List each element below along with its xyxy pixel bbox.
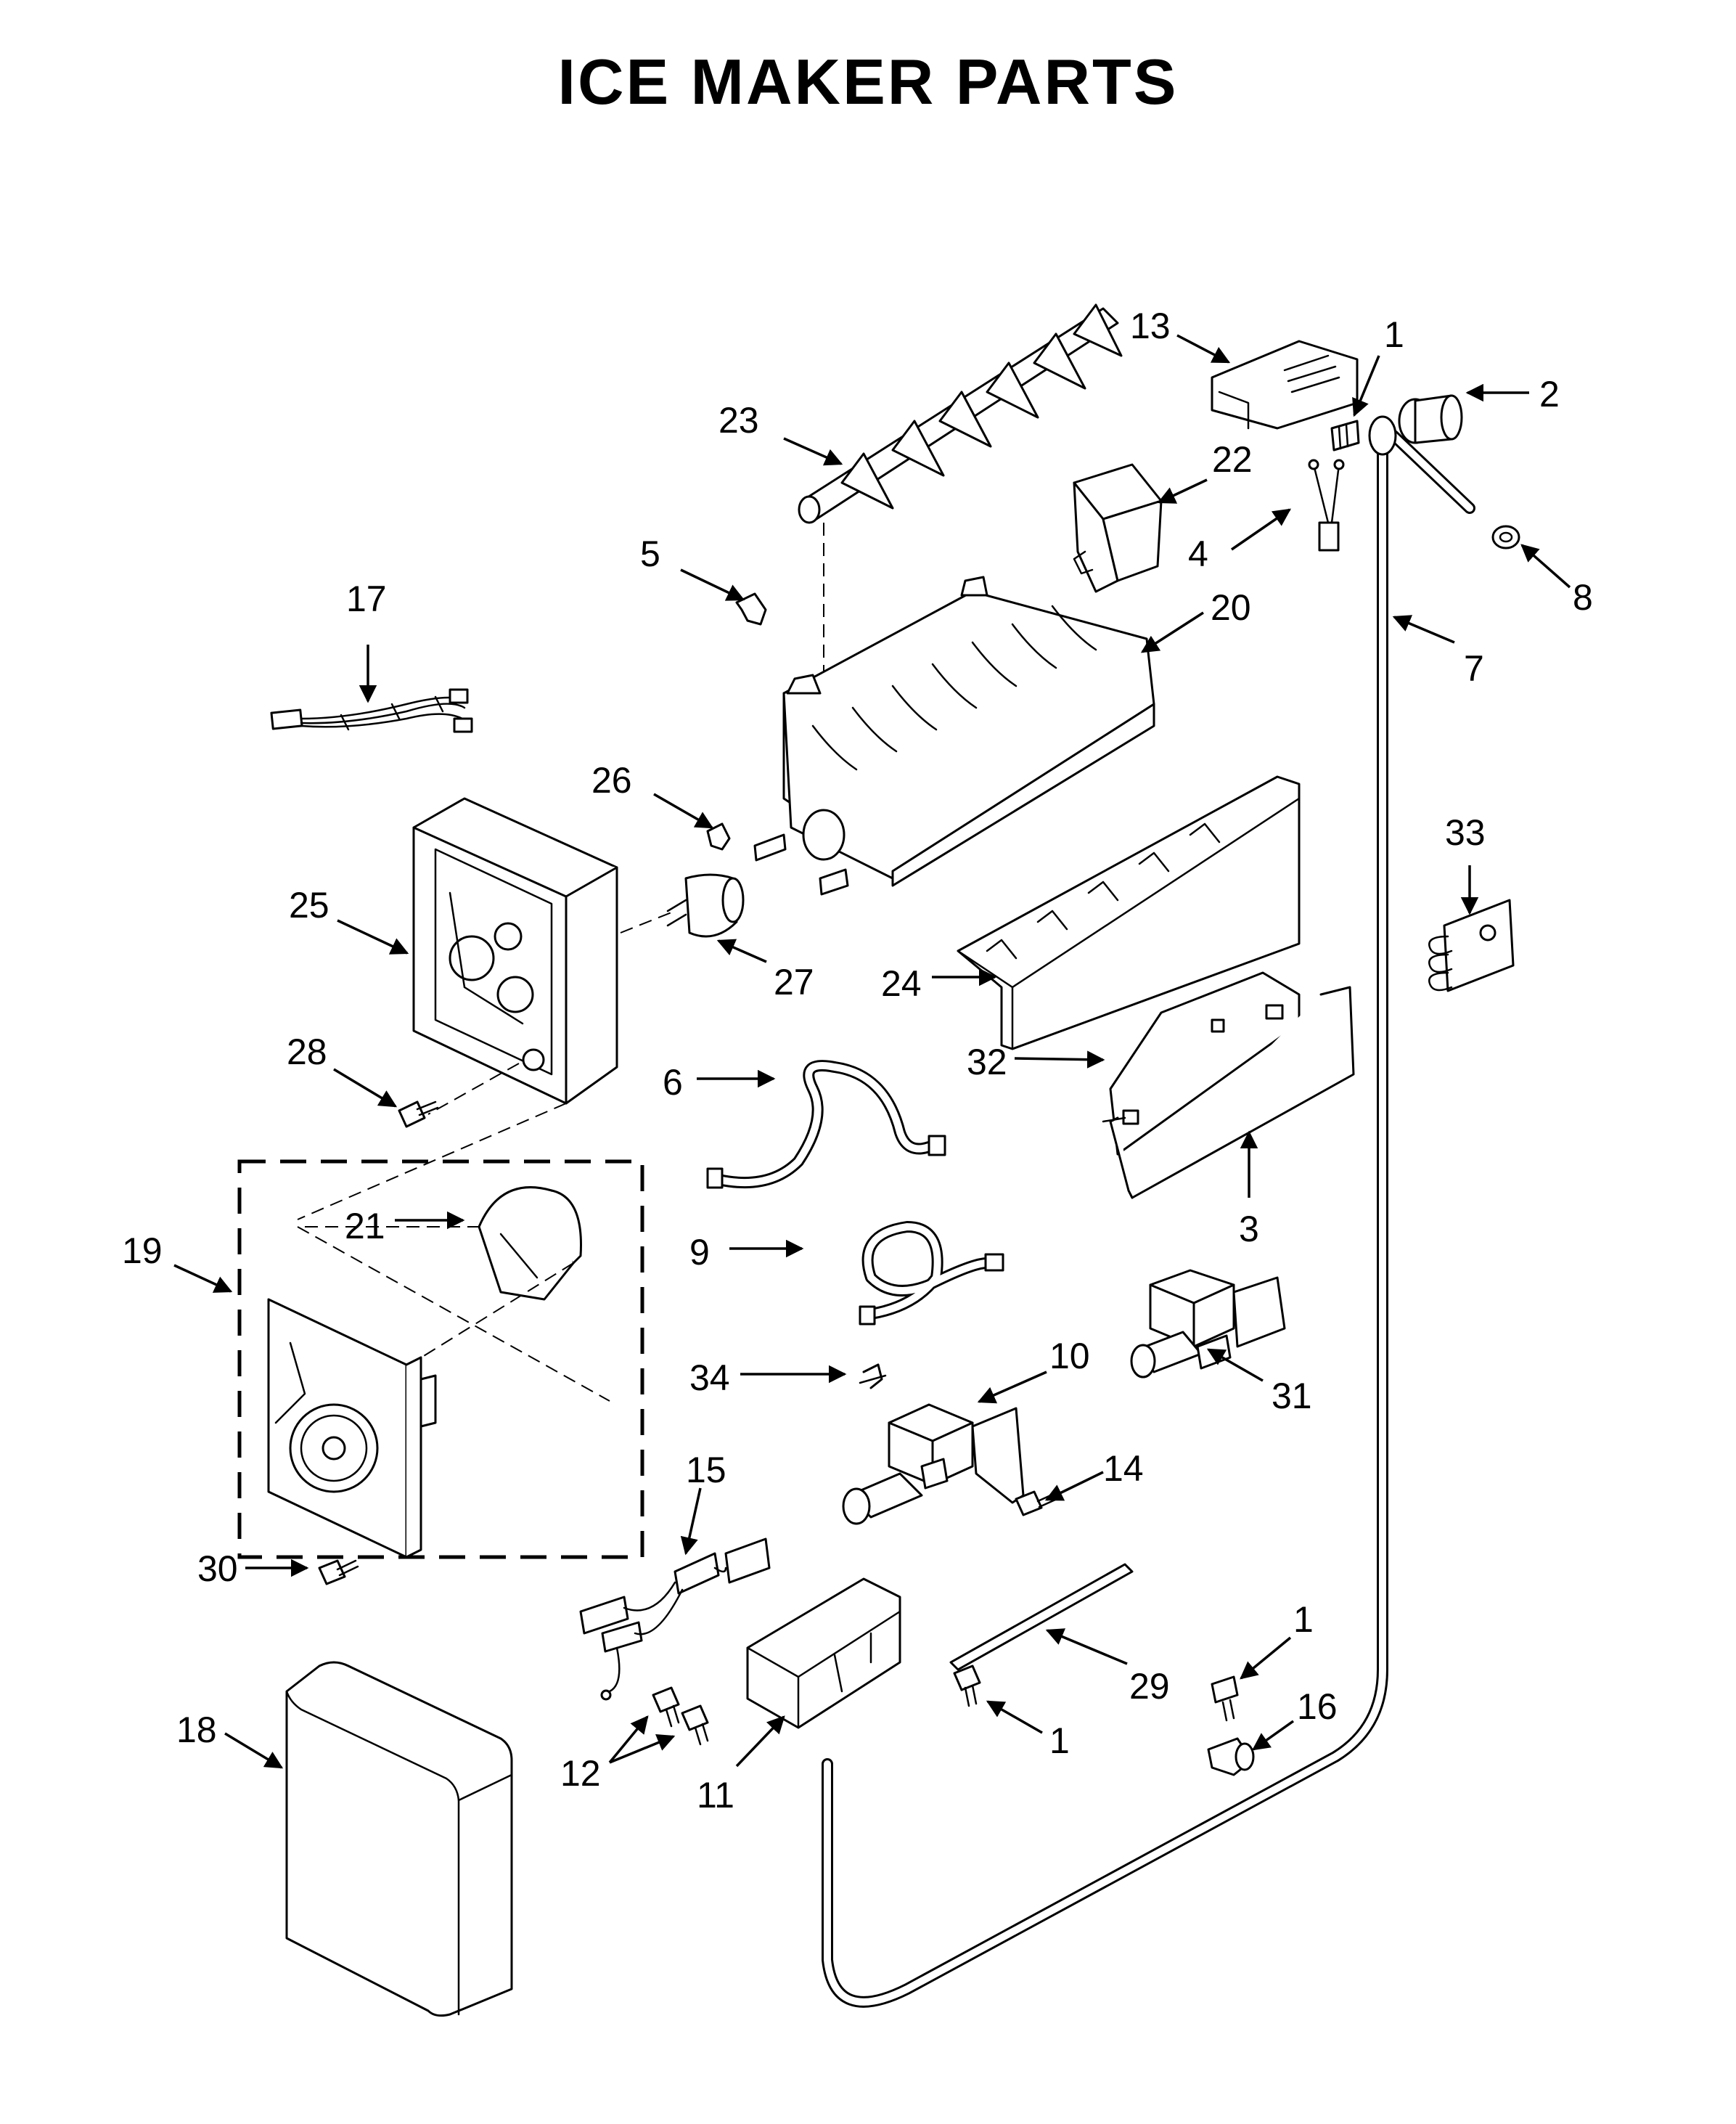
harness-part-4[interactable] [1308, 459, 1345, 552]
callout-21: 21 [345, 1206, 385, 1246]
fill-tube-fitting[interactable] [1368, 415, 1475, 514]
heater-part-32[interactable] [1109, 971, 1301, 1156]
callout-23: 23 [718, 400, 759, 441]
callout-19: 19 [122, 1230, 163, 1271]
callout-9: 9 [689, 1232, 710, 1273]
fill-cup-bracket-part-13[interactable] [1211, 340, 1359, 430]
tube-part-6[interactable] [706, 1060, 946, 1189]
clip-part-26[interactable] [706, 822, 731, 851]
callout-6: 6 [663, 1062, 683, 1103]
strip-part-29[interactable] [949, 1563, 1134, 1671]
module-part-25[interactable] [412, 797, 618, 1105]
screw-part-28[interactable] [398, 1100, 439, 1128]
callout-1-right: 1 [1293, 1599, 1314, 1640]
screw-part-1-right[interactable] [1211, 1675, 1239, 1722]
bracket-part-11[interactable] [746, 1577, 901, 1729]
water-valve-part-31[interactable] [1130, 1269, 1286, 1378]
callout-32: 32 [967, 1042, 1007, 1082]
leader-arrows [173, 334, 1571, 1769]
callout-4: 4 [1188, 534, 1208, 574]
callout-7: 7 [1464, 648, 1484, 689]
callout-1-top: 1 [1384, 314, 1404, 355]
harness-part-15[interactable] [579, 1537, 771, 1701]
callout-18: 18 [176, 1710, 217, 1750]
clip-part-5[interactable] [735, 592, 767, 626]
assembly-group-19 [237, 1159, 644, 1559]
grommet-part-2[interactable] [1398, 394, 1463, 444]
callout-labels: 13 1 2 23 22 4 8 5 20 7 17 26 33 25 27 2… [122, 306, 1593, 1815]
harness-part-17[interactable] [270, 688, 473, 733]
callout-12: 12 [560, 1753, 601, 1794]
callout-30: 30 [197, 1548, 238, 1589]
callout-1-lower: 1 [1049, 1720, 1070, 1761]
callout-10: 10 [1049, 1336, 1090, 1376]
callout-29: 29 [1129, 1666, 1170, 1707]
motor-part-21[interactable] [478, 1186, 582, 1301]
callout-27: 27 [774, 962, 814, 1002]
callout-8: 8 [1573, 577, 1593, 618]
callout-13: 13 [1130, 306, 1171, 346]
callout-15: 15 [686, 1450, 726, 1490]
callout-31: 31 [1272, 1376, 1312, 1416]
callout-22: 22 [1212, 439, 1253, 480]
screw-part-1-lower[interactable] [953, 1665, 981, 1707]
signal-arm-part-3[interactable] [1102, 986, 1355, 1199]
fill-cup-part-22[interactable] [1073, 463, 1163, 593]
clamp-part-16[interactable] [1207, 1737, 1255, 1776]
callout-20: 20 [1211, 587, 1251, 628]
callout-34: 34 [689, 1357, 730, 1398]
callout-25: 25 [289, 885, 329, 926]
screw-part-12a[interactable] [652, 1686, 680, 1728]
diagram-title: ICE MAKER PARTS [557, 46, 1179, 118]
callout-16: 16 [1297, 1686, 1338, 1727]
clip-part-34[interactable] [859, 1363, 887, 1389]
callout-14: 14 [1103, 1448, 1144, 1489]
callout-5: 5 [640, 534, 660, 574]
water-valve-part-10[interactable] [842, 1403, 1025, 1525]
thermostat-part-27[interactable] [666, 873, 745, 938]
clip-part-33[interactable] [1428, 899, 1515, 992]
callout-33: 33 [1445, 812, 1486, 853]
screw-part-1-top[interactable] [1330, 420, 1360, 452]
screw-part-30[interactable] [318, 1559, 359, 1585]
callout-24: 24 [881, 963, 922, 1004]
ice-mold-part-20[interactable] [753, 576, 1155, 896]
gear-housing-part-19[interactable] [267, 1298, 437, 1559]
callout-28: 28 [287, 1032, 327, 1072]
tube-part-9[interactable] [859, 1221, 1004, 1326]
ejector-part-23[interactable] [798, 303, 1123, 524]
washer-part-8[interactable] [1491, 525, 1520, 550]
callout-17: 17 [346, 579, 387, 619]
callout-2: 2 [1539, 374, 1560, 414]
callout-11: 11 [697, 1775, 734, 1815]
cover-part-18[interactable] [285, 1661, 513, 2017]
screw-part-12b[interactable] [681, 1704, 709, 1746]
stripper-part-24[interactable] [957, 775, 1301, 1050]
water-tube-part-7[interactable] [822, 422, 1388, 2008]
callout-3: 3 [1239, 1209, 1259, 1249]
callout-26: 26 [591, 760, 632, 801]
